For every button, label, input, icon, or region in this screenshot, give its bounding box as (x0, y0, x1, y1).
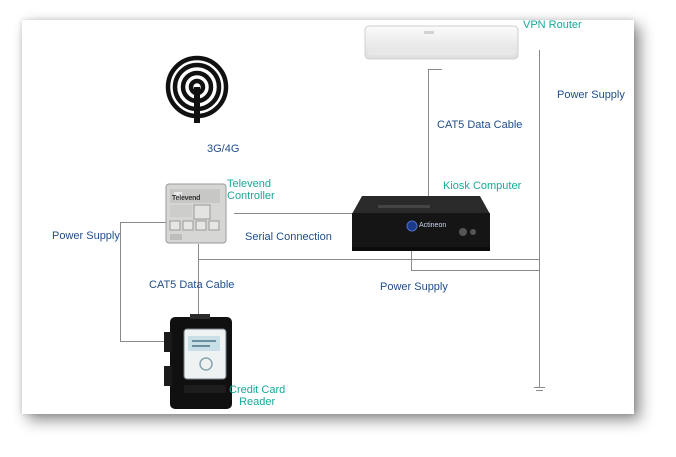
wire-kiosk-power-bottom (411, 270, 539, 271)
3g4g-label: 3G/4G (207, 143, 240, 155)
wire-power-left-bottom (120, 341, 165, 342)
vpn-router-label: VPN Router (523, 19, 582, 31)
wire-router-kiosk-horizontal (428, 69, 442, 70)
serial-connection-label: Serial Connection (245, 231, 332, 243)
wire-kiosk-power-drop (411, 250, 412, 270)
kiosk-brand-text: Actineon (419, 222, 447, 229)
power-supply-bottom-label: Power Supply (380, 281, 448, 293)
kiosk-computer-label: Kiosk Computer (443, 180, 522, 192)
diagram-canvas (22, 20, 634, 414)
televend-controller-label: Televend Controller (227, 178, 275, 202)
wire-power-ground-stub-2 (536, 390, 543, 391)
wire-serial (234, 213, 352, 214)
wire-power-kiosk-left (198, 259, 539, 260)
credit-card-reader-label: Credit Card Reader (229, 384, 286, 408)
wire-power-left-vertical (120, 222, 121, 342)
wire-power-left-top (120, 222, 168, 223)
cat5-data-cable-top-label: CAT5 Data Cable (437, 119, 523, 131)
cat5-data-cable-bottom-label: CAT5 Data Cable (149, 279, 235, 291)
wire-power-ground-stub (534, 387, 545, 388)
power-supply-left-label: Power Supply (52, 230, 120, 242)
controller-brand-text: Televend (172, 195, 201, 202)
power-supply-right-label: Power Supply (557, 89, 625, 101)
wire-controller-to-reader (198, 244, 199, 330)
wire-router-kiosk-vertical (428, 69, 429, 196)
wire-power-main-vertical (539, 50, 540, 388)
